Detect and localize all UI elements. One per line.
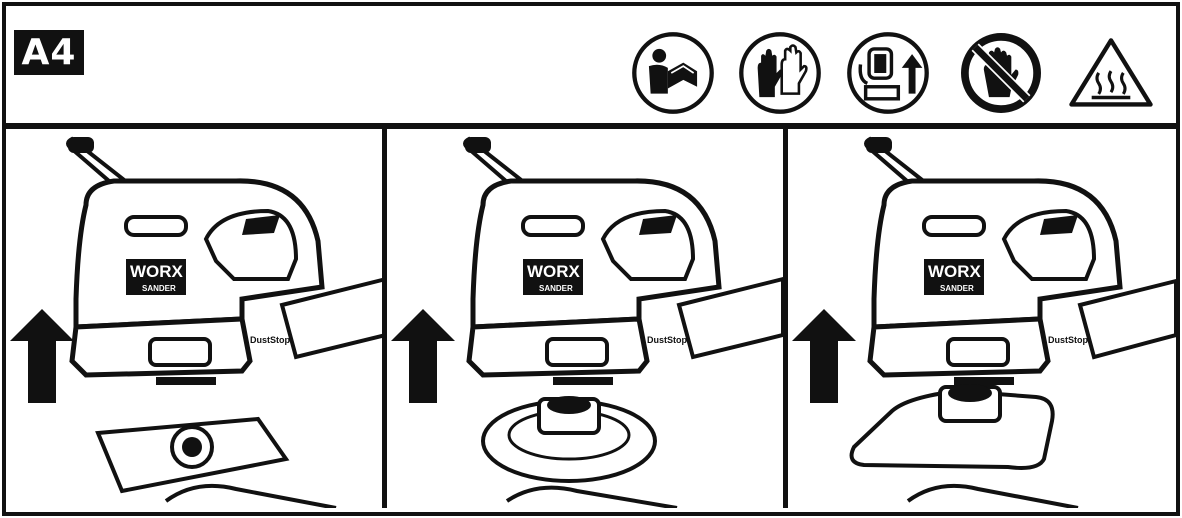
wear-gloves-icon xyxy=(737,30,823,116)
step-label: A4 xyxy=(14,30,84,75)
brand-text: WORX xyxy=(527,262,581,281)
sub-text: SANDER xyxy=(539,284,573,293)
dust-label: DustStop xyxy=(1048,335,1088,345)
sander-illustration-3: WORX SANDER DustStop xyxy=(792,136,1176,508)
hot-surface-warning-icon xyxy=(1067,36,1155,108)
read-manual-icon xyxy=(630,30,716,116)
dust-label: DustStop xyxy=(647,335,687,345)
remove-battery-icon xyxy=(845,30,931,116)
sander-illustration-2: WORX SANDER DustStop xyxy=(391,136,783,508)
panel-divider-2 xyxy=(783,129,788,508)
brand-text: WORX xyxy=(130,262,184,281)
sub-text: SANDER xyxy=(142,284,176,293)
instruction-header: A4 xyxy=(6,6,1176,123)
brand-text: WORX xyxy=(928,262,982,281)
sub-text: SANDER xyxy=(940,284,974,293)
header-divider xyxy=(6,123,1176,129)
panel-round-pad: WORX SANDER DustStop xyxy=(387,129,783,508)
sander-illustration-1: WORX SANDER DustStop xyxy=(10,136,382,508)
panel-detail-pad: WORX SANDER DustStop xyxy=(788,129,1176,508)
panel-divider-1 xyxy=(382,129,387,508)
panel-rectangular-pad: WORX SANDER DustStop xyxy=(6,129,382,508)
no-touch-icon xyxy=(958,30,1044,116)
dust-label: DustStop xyxy=(250,335,290,345)
